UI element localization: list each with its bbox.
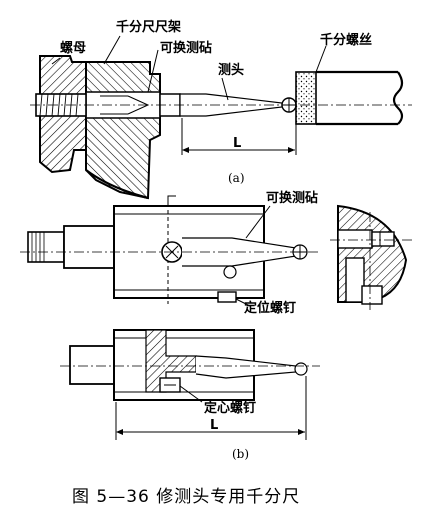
spindle-body <box>316 70 404 126</box>
dim-L-a-label: L <box>233 136 241 151</box>
label-probe: 测头 <box>218 62 244 78</box>
figure-b-top: 可换测砧 定位螺钉 <box>20 190 412 316</box>
spindle-end <box>295 71 317 125</box>
set-screw-head <box>217 291 237 303</box>
label-frame: 千分尺尺架 <box>116 19 181 35</box>
label-center-screw: 定心螺钉 <box>203 400 256 416</box>
label-nut: 螺母 <box>60 40 86 56</box>
label-set-screw: 定位螺钉 <box>243 300 296 316</box>
sublabel-a: (a) <box>228 171 245 185</box>
label-anvil-a: 可换测砧 <box>160 40 212 56</box>
label-anvil-b: 可换测砧 <box>266 190 318 206</box>
figure-b-front: L 定心螺钉 (b) <box>60 329 320 461</box>
shank-b <box>27 231 65 263</box>
sublabel-b: (b) <box>232 447 249 461</box>
figure-caption: 图 5—36 修测头专用千分尺 <box>72 487 300 507</box>
dim-L-b-label: L <box>210 418 218 433</box>
label-spindle: 千分螺丝 <box>320 32 372 48</box>
frame-contour <box>85 169 149 200</box>
figure-a: L 千分尺尺架 螺母 可换测砧 测头 千分螺丝 (a) <box>30 19 412 200</box>
